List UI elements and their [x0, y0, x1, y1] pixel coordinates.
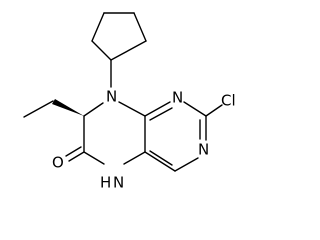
dihydropyrazinone-ring [83, 101, 146, 165]
atom-n5-label: N [113, 174, 124, 192]
cyclopentyl-ring [91, 12, 147, 61]
stereo-wedge-bond [52, 99, 84, 116]
molecule-structure: N N Cl N O H N [23, 12, 236, 192]
bond [91, 12, 105, 42]
bond-c4-c4a-double [149, 150, 173, 166]
atom-n1-label: N [172, 89, 183, 107]
carbonyl [65, 146, 85, 162]
bond-n1-c2 [183, 101, 207, 117]
bond [133, 12, 147, 42]
atom-cl-label: Cl [221, 92, 236, 110]
bond-n5-c4a [123, 151, 146, 165]
pyrimidine-ring [144, 101, 207, 172]
bond-c4-c4a [144, 151, 176, 172]
bond [110, 40, 147, 61]
bond-c6-n5 [83, 151, 105, 165]
bond-n8-c7 [83, 102, 104, 117]
bond-c2-cl [205, 104, 223, 117]
atom-n3-label: N [198, 141, 209, 159]
bond [91, 40, 112, 61]
bond-ethyl [23, 100, 54, 118]
atom-h-label: H [100, 174, 111, 192]
bond-c8a-n8 [118, 101, 146, 117]
bond-c6-o-double [65, 146, 82, 157]
bond-c6-o [68, 151, 85, 162]
bond-n3-c4 [174, 157, 199, 172]
bond-c8a-n1 [144, 101, 171, 117]
bond-c8a-n1-double [149, 107, 173, 121]
atom-n8-label: N [106, 88, 117, 106]
atom-o-label: O [52, 154, 64, 172]
